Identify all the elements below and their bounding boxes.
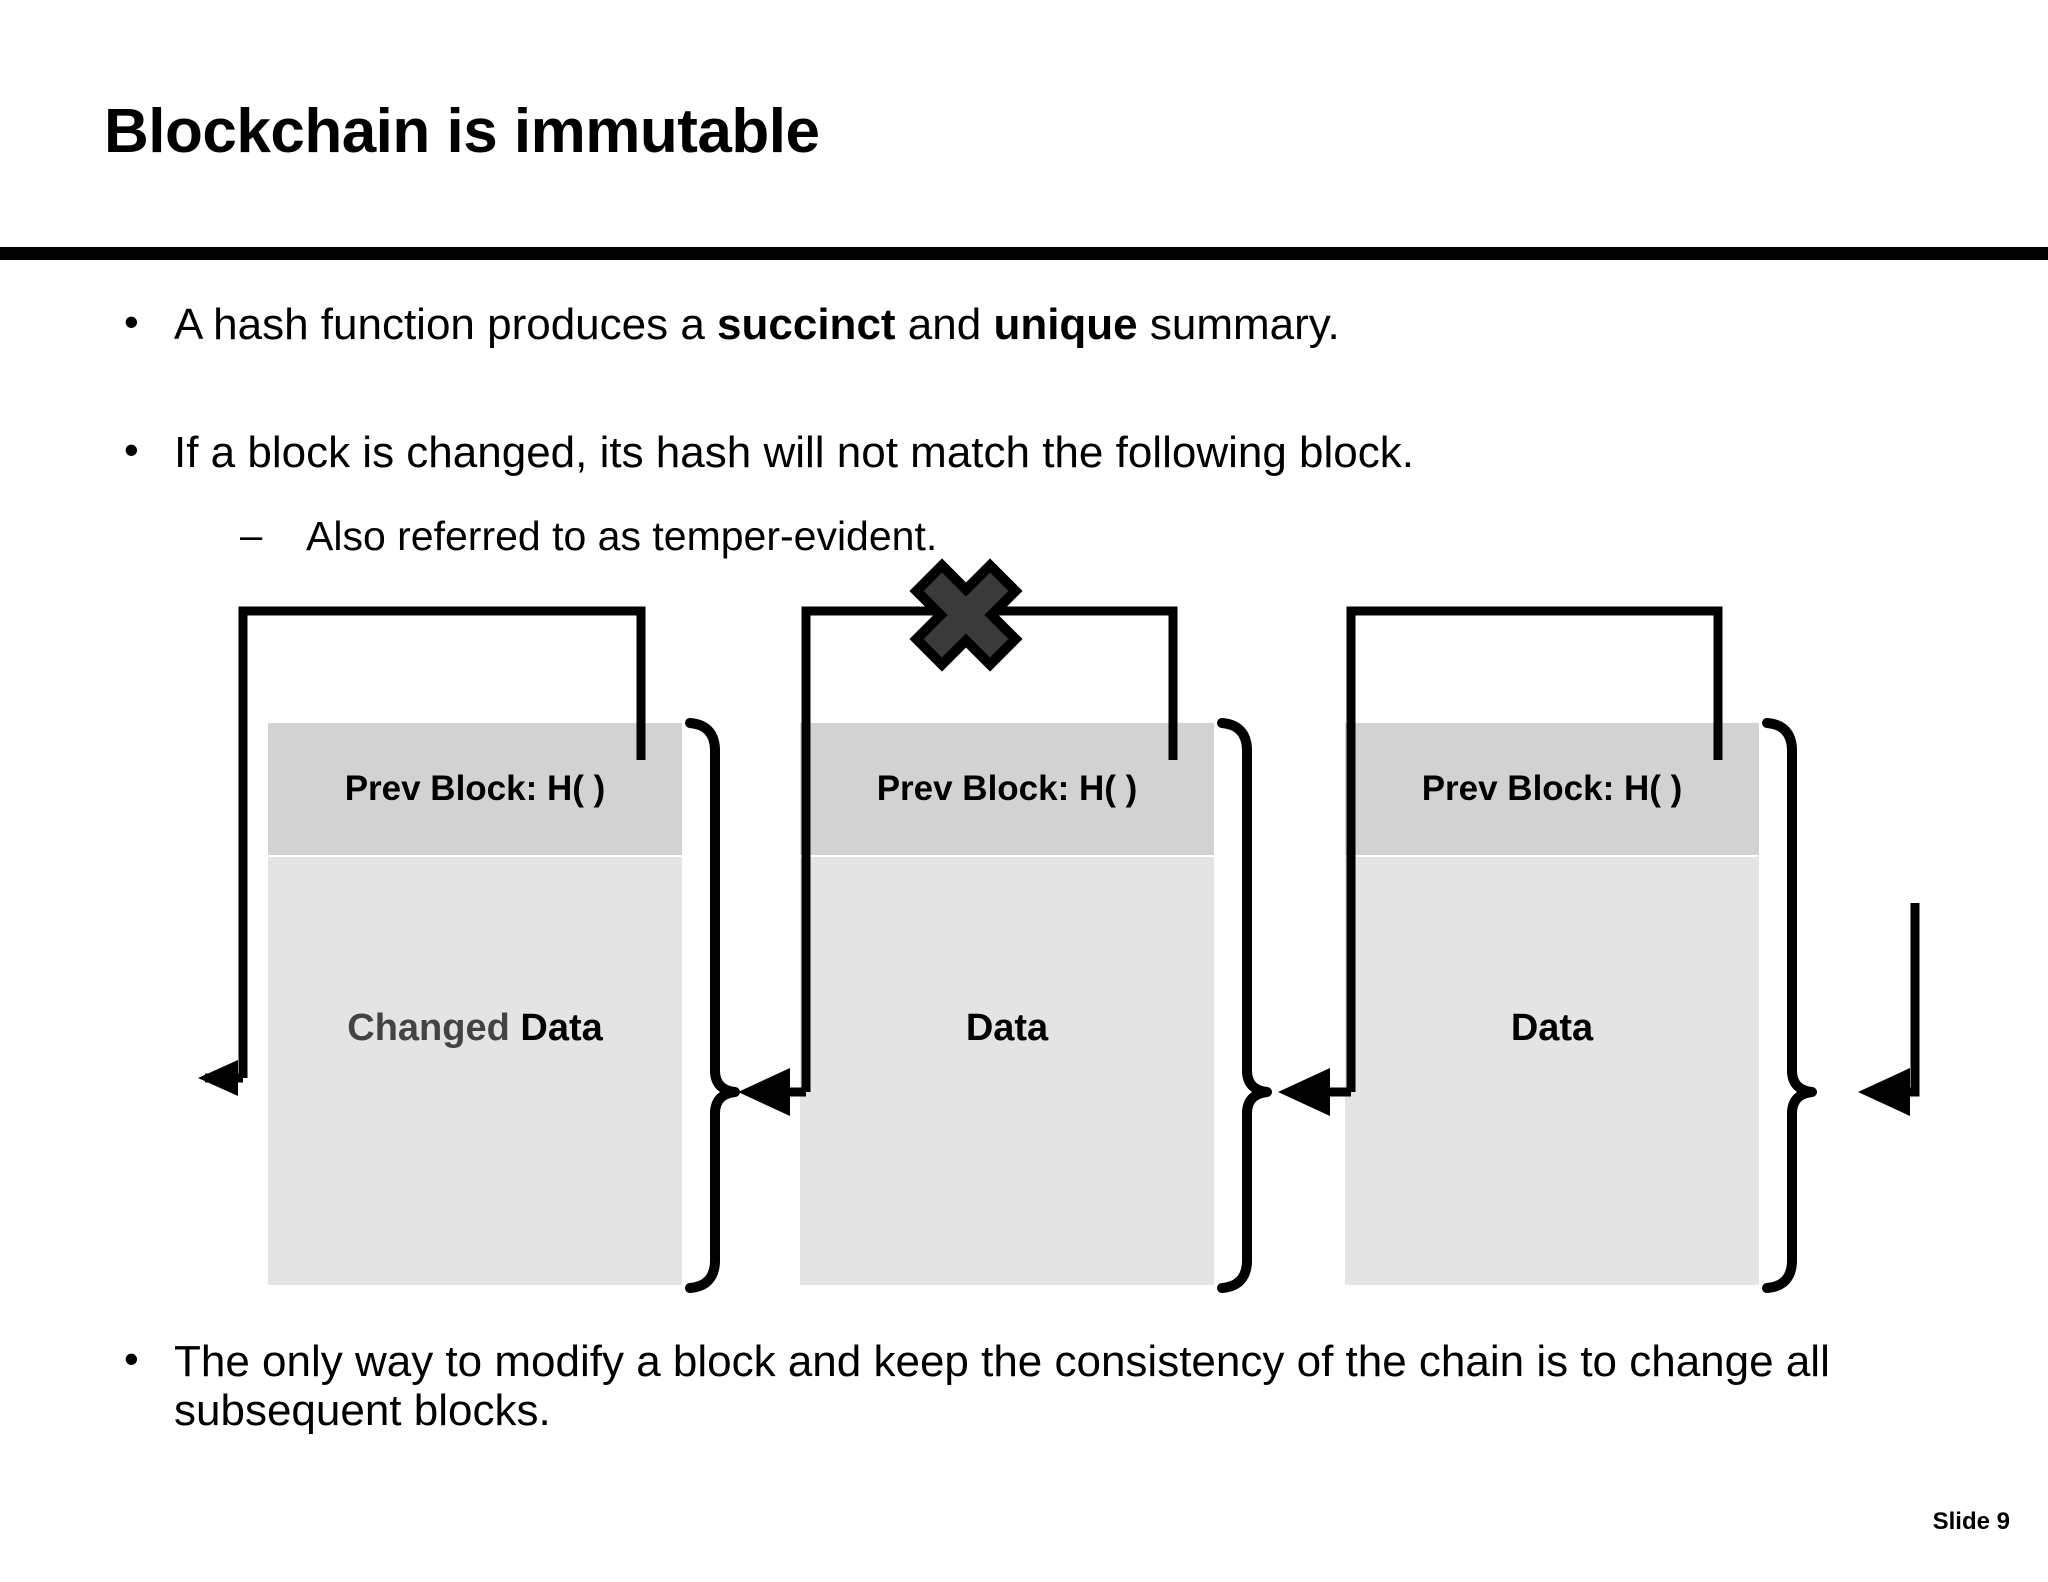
block-2-prev-hash-label: Prev Block: H( ) [876,769,1138,808]
block-3-body: Data [1345,857,1759,1285]
block-2-data-word: Data [965,1007,1049,1049]
block-1-data-word: Data [520,1007,603,1049]
bullet-marker-icon: • [124,1335,139,1382]
bullet-1-segment-2: and [895,300,994,349]
bullet-1-text: A hash function produces a succinct and … [174,300,1340,349]
block-1-changed-prefix: Changed [347,1007,521,1049]
block3-right-brace [1762,718,1817,1293]
block-1-data-label: Changed Data [268,1007,682,1050]
bullet-1-segment-1: A hash function produces a [174,300,718,349]
sub-bullet-item-1: – Also referred to as temper-evident. [240,513,1940,559]
block-2-body: Data [800,857,1214,1285]
blockchain-block-2: Prev Block: H( ) Data [800,723,1214,1285]
bullet-marker-icon: • [124,426,139,473]
block-3-prev-hash-label: Prev Block: H( ) [1421,769,1683,808]
bullet-1-segment-3: summary. [1137,300,1340,349]
dash-marker-icon: – [240,514,263,558]
blockchain-block-1: Prev Block: H( ) Changed Data [268,723,682,1285]
block-1-prev-hash-label: Prev Block: H( ) [344,769,606,808]
block-3-data-label: Data [1345,1007,1759,1050]
block-3-header: Prev Block: H( ) [1345,723,1759,855]
incoming-hash-pointer-arrow [1858,903,1920,1116]
bullet-marker-icon: • [124,298,139,345]
slide-number-label: Slide 9 [1932,1508,2010,1535]
chain-link-arrow-2-to-1 [738,1068,806,1116]
block1-right-brace [685,718,740,1293]
blockchain-block-3: Prev Block: H( ) Data [1345,723,1759,1285]
block-3-data-word: Data [1510,1007,1594,1049]
bullet-2-text: If a block is changed, its hash will not… [174,428,1414,477]
block-2-data-label: Data [800,1007,1214,1050]
page-title: Blockchain is immutable [104,97,820,166]
bullet-item-1: • A hash function produces a succinct an… [112,298,1962,349]
bullet-item-2: • If a block is changed, its hash will n… [112,426,1962,477]
block-1-body: Changed Data [268,857,682,1285]
title-divider-rule [0,247,2048,260]
sub-bullet-1-text: Also referred to as temper-evident. [306,513,938,559]
bullet-1-bold-unique: unique [993,300,1138,349]
bullet-3-text: The only way to modify a block and keep … [174,1337,1830,1436]
bullet-item-3: • The only way to modify a block and kee… [112,1335,1892,1436]
x-cross-mark-broken-link [909,558,1023,672]
block-2-header: Prev Block: H( ) [800,723,1214,855]
bullet-1-bold-succinct: succinct [717,300,896,349]
block2-right-brace [1217,718,1272,1293]
block-1-header: Prev Block: H( ) [268,723,682,855]
chain-link-arrow-3-to-2 [1278,1068,1351,1116]
